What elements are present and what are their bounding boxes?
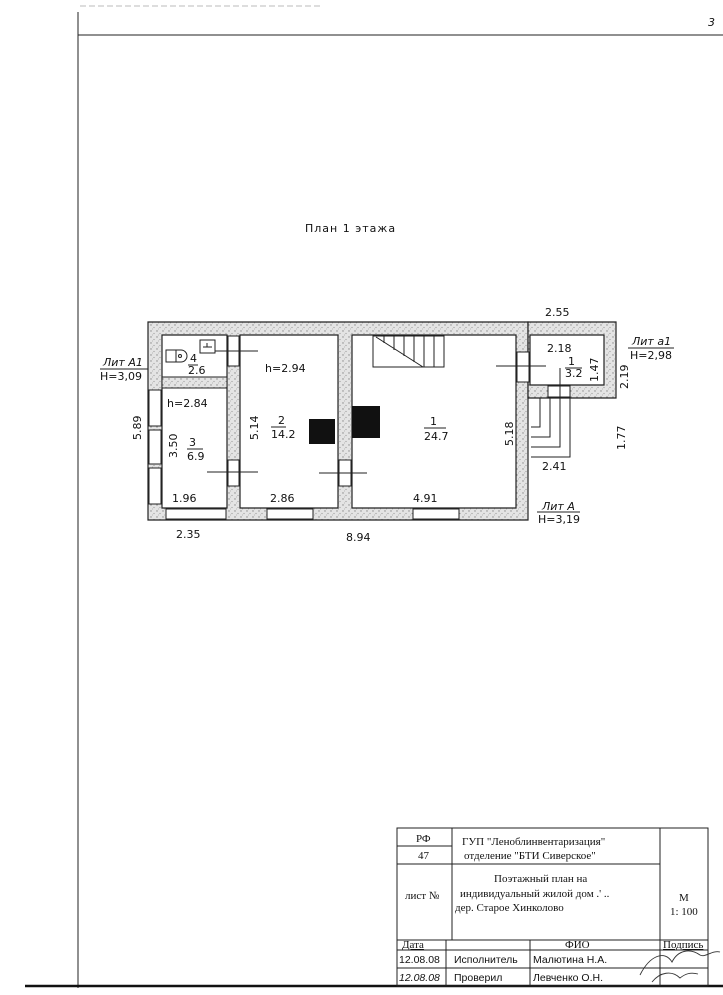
room-1: 1 24.7: [424, 415, 449, 443]
svg-text:14.2: 14.2: [271, 428, 296, 441]
svg-text:2.41: 2.41: [542, 460, 567, 473]
svg-text:6.9: 6.9: [187, 450, 205, 463]
row2-role: Проверил: [454, 972, 502, 984]
org-line1: ГУП "Леноблинвентаризация": [462, 836, 605, 848]
doc-line3: дер. Старое Хинколово: [455, 902, 564, 914]
svg-text:3.50: 3.50: [167, 434, 180, 459]
svg-text:5.14: 5.14: [248, 416, 261, 441]
section-lines: [207, 350, 546, 474]
sheet-frame: [25, 5, 723, 988]
doc-line2: индивидуальный жилой дом .' ..: [460, 888, 610, 900]
building-label-lit-a1-lower: Лит a1 H=2,98: [628, 335, 674, 362]
walls: [147, 321, 617, 521]
page-number: 3: [708, 16, 715, 29]
room-2-ceiling: h=2.94: [265, 362, 306, 375]
col-date: Дата: [402, 939, 424, 951]
room-3: 3 6.9: [187, 436, 205, 463]
svg-text:1.77: 1.77: [615, 426, 628, 451]
svg-text:H=3,09: H=3,09: [100, 370, 142, 383]
svg-text:24.7: 24.7: [424, 430, 449, 443]
svg-text:8.94: 8.94: [346, 531, 371, 544]
stove-icon: [352, 406, 380, 438]
building-label-lit-a1: Лит A1 H=3,09: [100, 356, 148, 383]
svg-text:2.86: 2.86: [270, 492, 295, 505]
svg-text:Лит a1: Лит a1: [631, 335, 671, 348]
title-region: 47: [418, 850, 430, 862]
row1-name: Малютина Н.А.: [533, 954, 607, 966]
staircase: [372, 335, 445, 368]
svg-text:5.89: 5.89: [131, 416, 144, 441]
svg-text:H=3,19: H=3,19: [538, 513, 580, 526]
sheet-label: лист №: [405, 890, 440, 902]
row1-role: Исполнитель: [454, 954, 518, 966]
scale-value: 1: 100: [670, 906, 698, 918]
dimensions: 5.89 3.50 1.96 2.35 5.14 2.86 8.94 4.91 …: [131, 306, 631, 544]
svg-text:1.96: 1.96: [172, 492, 197, 505]
building-label-lit-a: Лит A H=3,19: [537, 500, 580, 526]
svg-text:2.55: 2.55: [545, 306, 570, 319]
svg-text:H=2,98: H=2,98: [630, 349, 672, 362]
porch-steps: [531, 368, 571, 458]
svg-text:1: 1: [430, 415, 437, 428]
signature-icon: [639, 950, 721, 976]
svg-text:Лит A: Лит A: [541, 500, 575, 513]
svg-text:2: 2: [278, 414, 285, 427]
plan-title: План 1 этажа: [305, 222, 396, 235]
org-line2: отделение "БТИ Сиверское": [464, 850, 596, 862]
col-sign: Подпись: [663, 939, 703, 951]
scale-label: М: [679, 892, 689, 904]
row2-name: Левченко О.Н.: [533, 972, 603, 984]
svg-text:2.35: 2.35: [176, 528, 201, 541]
svg-text:1: 1: [568, 355, 575, 368]
room-4: 4 2.6: [188, 352, 206, 377]
svg-text:3: 3: [189, 436, 196, 449]
row2-date: 12.08.08: [399, 972, 440, 984]
svg-text:4.91: 4.91: [413, 492, 438, 505]
stove-icon: [309, 419, 335, 444]
title-rf: РФ: [416, 833, 431, 845]
toilet-icon: [165, 349, 188, 363]
svg-text:2.19: 2.19: [618, 365, 631, 390]
svg-text:2.6: 2.6: [188, 364, 206, 377]
svg-text:1.47: 1.47: [588, 358, 601, 383]
sink-icon: [199, 339, 216, 354]
svg-text:5.18: 5.18: [503, 422, 516, 447]
room-3-ceiling: h=2.84: [167, 397, 208, 410]
svg-text:3.2: 3.2: [565, 367, 583, 380]
title-block: РФ 47 ГУП "Леноблинвентаризация" отделен…: [396, 827, 721, 987]
row1-date: 12.08.08: [399, 954, 440, 966]
room-1-veranda: 1 3.2: [565, 355, 583, 380]
room-2: 2 14.2: [271, 414, 296, 441]
svg-text:2.18: 2.18: [547, 342, 572, 355]
svg-text:Лит A1: Лит A1: [102, 356, 143, 369]
svg-text:4: 4: [190, 352, 197, 365]
col-fio: ФИО: [565, 939, 590, 951]
doc-line1: Поэтажный план на: [494, 873, 587, 885]
signature-icon: [651, 972, 699, 983]
